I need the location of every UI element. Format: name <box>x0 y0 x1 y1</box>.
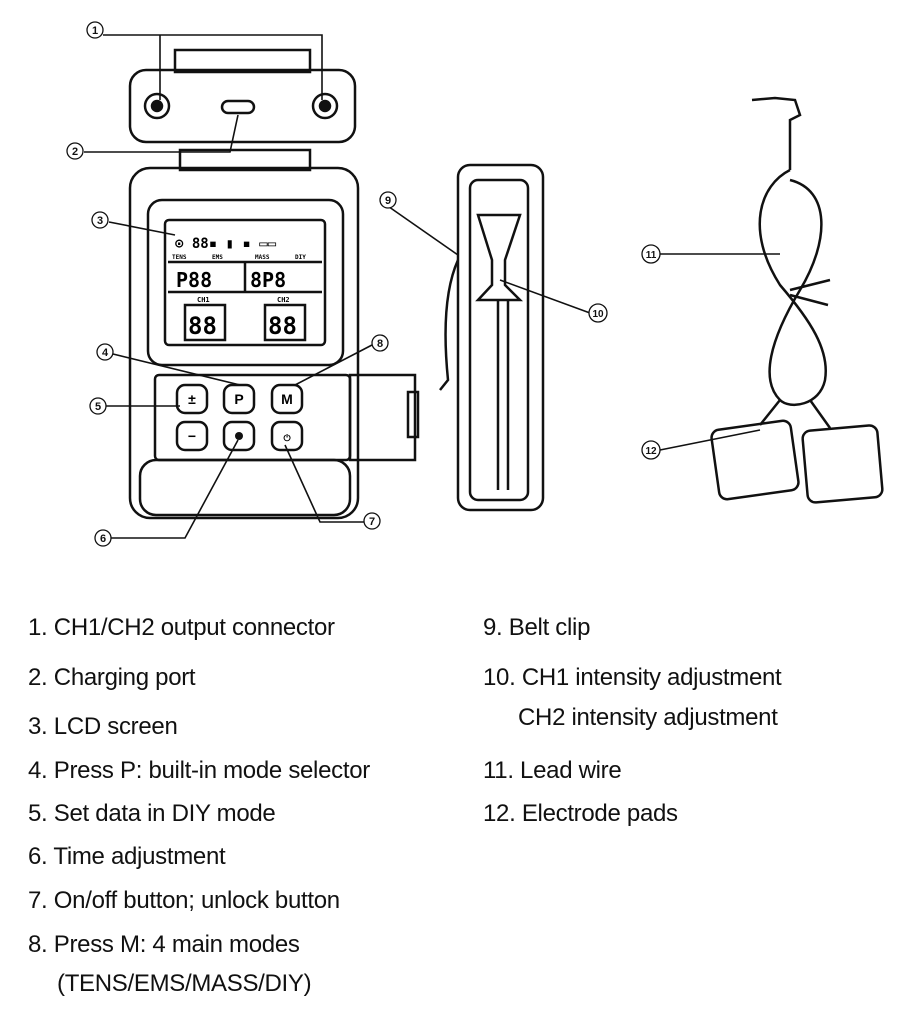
lcd-mode-diy: DIY <box>295 254 306 261</box>
callout-8: 8 <box>371 334 389 352</box>
callout-2: 2 <box>66 142 84 160</box>
svg-text:5: 5 <box>95 401 101 413</box>
lcd-mode-tens: TENS <box>172 254 187 261</box>
lead-wire <box>751 96 832 429</box>
callout-9: 9 <box>379 191 397 209</box>
svg-text:4: 4 <box>102 347 109 359</box>
top-view-connector <box>128 48 357 144</box>
lcd-program: P88 <box>176 268 212 292</box>
svg-text:7: 7 <box>369 516 375 528</box>
callout-3: 3 <box>91 211 109 229</box>
legend-item-12: 12. Electrode pads <box>483 800 678 827</box>
svg-text:10: 10 <box>592 309 604 320</box>
svg-text:12: 12 <box>645 446 657 457</box>
time-button[interactable] <box>235 432 243 440</box>
lcd-screen: ⊙ 88▪ ▮ ▪ ▭▭ TENS EMS MASS DIY P88 8P8 C… <box>172 236 306 340</box>
lcd-status-row: ⊙ 88▪ ▮ ▪ ▭▭ <box>175 236 277 252</box>
callout-12: 12 <box>641 440 661 460</box>
m-button[interactable]: M <box>281 391 293 407</box>
legend-item-11: 11. Lead wire <box>483 757 622 784</box>
legend-item-2: 2. Charging port <box>28 664 196 691</box>
svg-text:8: 8 <box>377 338 383 350</box>
plus-ch-button[interactable]: ± <box>188 391 196 407</box>
legend-item-4: 4. Press P: built-in mode selector <box>28 757 370 784</box>
svg-text:11: 11 <box>646 250 657 261</box>
device-diagram: ⊙ 88▪ ▮ ▪ ▭▭ TENS EMS MASS DIY P88 8P8 C… <box>66 21 884 547</box>
legend-item-10-ch2: CH2 intensity adjustment <box>518 704 778 731</box>
svg-text:2: 2 <box>72 146 78 158</box>
lcd-timer: 8P8 <box>250 268 286 292</box>
legend-item-8-modes: (TENS/EMS/MASS/DIY) <box>57 970 312 997</box>
lcd-ch2-label: CH2 <box>277 296 290 304</box>
callout-11: 11 <box>641 244 661 264</box>
lcd-mode-ems: EMS <box>212 254 223 261</box>
electrode-pads <box>710 419 884 504</box>
minus-ch-button[interactable]: − <box>188 428 196 444</box>
callout-7: 7 <box>363 512 381 530</box>
callout-4: 4 <box>96 343 114 361</box>
lcd-ch2-value: 88 <box>268 312 297 340</box>
callout-5: 5 <box>89 397 107 415</box>
front-view-device <box>128 148 420 520</box>
svg-text:9: 9 <box>385 195 391 207</box>
legend-item-5: 5. Set data in DIY mode <box>28 800 276 827</box>
legend-item-7: 7. On/off button; unlock button <box>28 887 340 914</box>
svg-text:3: 3 <box>97 215 103 227</box>
legend-item-10: 10. CH1 intensity adjustment <box>483 664 782 691</box>
lcd-ch1-value: 88 <box>188 312 217 340</box>
leader-lines <box>84 34 780 539</box>
callout-6: 6 <box>94 529 112 547</box>
side-view-device <box>439 163 545 512</box>
legend-item-1: 1. CH1/CH2 output connector <box>28 614 335 641</box>
callout-1: 1 <box>86 21 104 39</box>
svg-text:6: 6 <box>100 533 106 545</box>
lcd-ch1-label: CH1 <box>197 296 210 304</box>
legend-item-3: 3. LCD screen <box>28 713 178 740</box>
svg-text:1: 1 <box>92 25 98 37</box>
legend-item-6: 6. Time adjustment <box>28 843 226 870</box>
p-button[interactable]: P <box>234 391 243 407</box>
legend-item-9: 9. Belt clip <box>483 614 591 641</box>
callout-10: 10 <box>588 303 608 323</box>
lcd-mode-mass: MASS <box>255 254 270 261</box>
power-button[interactable]: ⏻ <box>283 433 291 443</box>
legend-item-8: 8. Press M: 4 main modes <box>28 931 300 958</box>
